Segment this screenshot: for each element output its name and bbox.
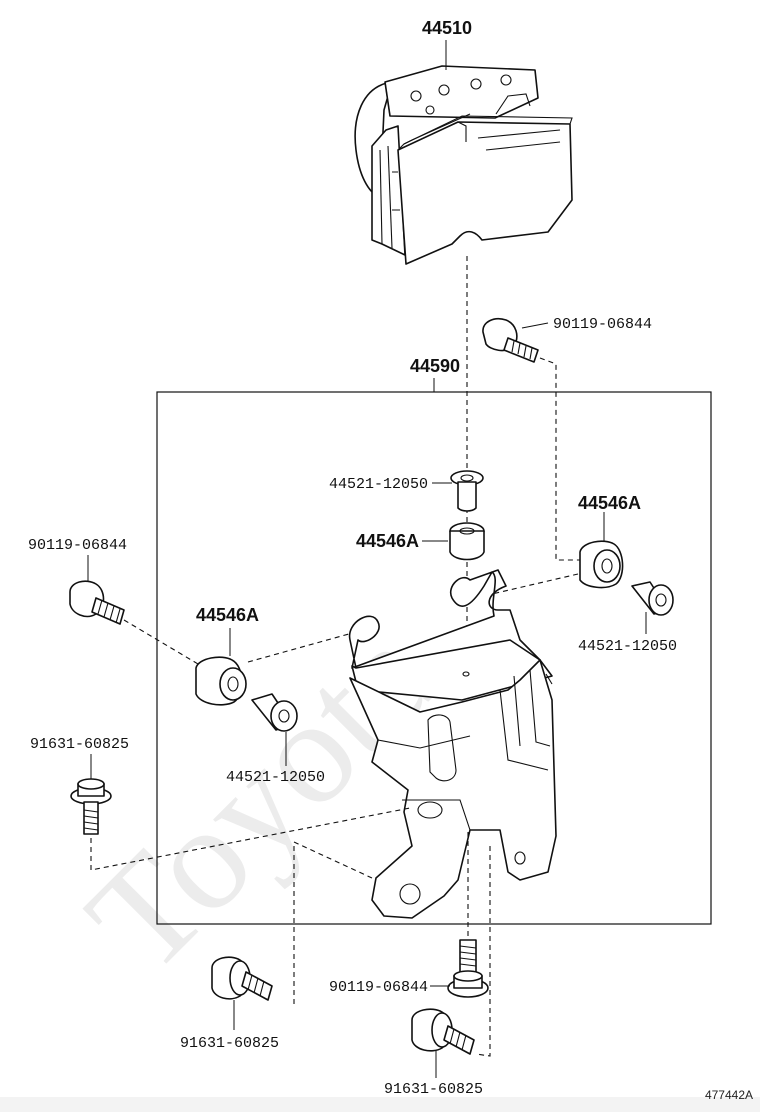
- bolt-top-right[interactable]: [482, 317, 539, 363]
- bolt-flange-bottom-left[interactable]: [211, 956, 273, 1001]
- bolt-left[interactable]: [69, 580, 125, 625]
- assembly-line-left-bolt: [123, 619, 199, 665]
- label-bracket-assembly: 44590: [410, 356, 460, 376]
- label-cushion-left: 44546A: [196, 605, 259, 625]
- label-collar-right: 44521-12050: [578, 638, 677, 655]
- cushion-center[interactable]: [449, 522, 485, 561]
- collar-center[interactable]: [450, 470, 484, 512]
- label-actuator: 44510: [422, 18, 472, 38]
- assembly-line-right: [491, 573, 579, 595]
- label-bolt-flange-bottom-right: 91631-60825: [384, 1081, 483, 1098]
- assembly-line-left-flange: [90, 807, 411, 871]
- bolt-flange-bottom-right[interactable]: [411, 1008, 475, 1055]
- assembly-line-bottom-right: [475, 846, 491, 1057]
- label-bolt-top-right: 90119-06844: [553, 316, 652, 333]
- bracket[interactable]: [349, 569, 557, 919]
- assembly-line-bolt-top-right: [539, 357, 584, 561]
- label-cushion-center: 44546A: [356, 531, 419, 551]
- abs-actuator[interactable]: [354, 40, 573, 265]
- diagram-reference: 477442A: [705, 1088, 753, 1102]
- assembly-line-bottom-left: [293, 841, 373, 1004]
- label-bolt-left: 90119-06844: [28, 537, 127, 554]
- label-cushion-right: 44546A: [578, 493, 641, 513]
- bolt-bottom-center[interactable]: [447, 939, 489, 998]
- collar-right[interactable]: [631, 581, 674, 616]
- assembly-line-left: [247, 631, 357, 663]
- label-bolt-flange-left: 91631-60825: [30, 736, 129, 753]
- label-collar-center: 44521-12050: [329, 476, 428, 493]
- label-bolt-bottom-center: 90119-06844: [329, 979, 428, 996]
- footer-strip: [0, 1097, 760, 1112]
- label-bolt-flange-bottom-left: 91631-60825: [180, 1035, 279, 1052]
- cushion-right[interactable]: [579, 540, 624, 589]
- cushion-left[interactable]: [195, 656, 247, 706]
- collar-left[interactable]: [251, 693, 298, 732]
- bolt-flange-left[interactable]: [70, 778, 112, 835]
- label-collar-left: 44521-12050: [226, 769, 325, 786]
